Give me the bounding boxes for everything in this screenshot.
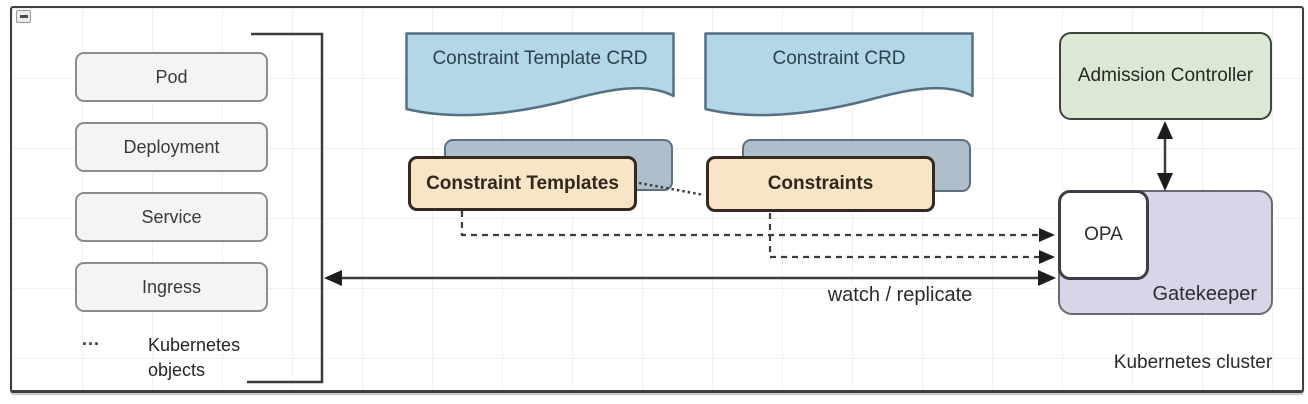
constraints-box[interactable]: Constraints [706,156,935,212]
k8s-object-service[interactable]: Service [75,192,268,242]
k8s-object-label: Pod [155,66,188,87]
more-objects-ellipsis: ... [82,329,101,349]
collapse-icon[interactable] [16,10,31,23]
admission-controller-box[interactable]: Admission Controller [1059,32,1272,120]
k8s-object-label: Service [141,206,202,227]
admission-controller-label: Admission Controller [1077,65,1254,86]
watch-replicate-label: watch / replicate [827,284,973,306]
document-shape-icon [405,32,675,117]
opa-box[interactable]: OPA [1058,190,1149,280]
document-shape-icon [704,32,974,117]
constraint-template-crd-label: Constraint Template CRD [432,48,648,69]
constraint-crd-shape[interactable]: Constraint CRD [704,32,974,124]
constraint-templates-label: Constraint Templates [426,172,619,194]
opa-label: OPA [1084,224,1123,245]
kubernetes-cluster-label: Kubernetes cluster [1113,352,1273,373]
k8s-object-label: Ingress [141,276,202,297]
gatekeeper-label: Gatekeeper [1152,283,1257,305]
constraint-crd-label: Constraint CRD [772,48,906,69]
k8s-object-label: Deployment [123,136,220,157]
constraints-label: Constraints [767,173,874,194]
constraint-templates-box[interactable]: Constraint Templates [408,156,637,211]
minus-glyph [19,15,28,18]
k8s-object-ingress[interactable]: Ingress [75,262,268,312]
k8s-object-deployment[interactable]: Deployment [75,122,268,172]
kubernetes-objects-label: Kubernetes objects [148,335,241,380]
k8s-object-pod[interactable]: Pod [75,52,268,102]
constraint-template-crd-shape[interactable]: Constraint Template CRD [405,32,675,124]
